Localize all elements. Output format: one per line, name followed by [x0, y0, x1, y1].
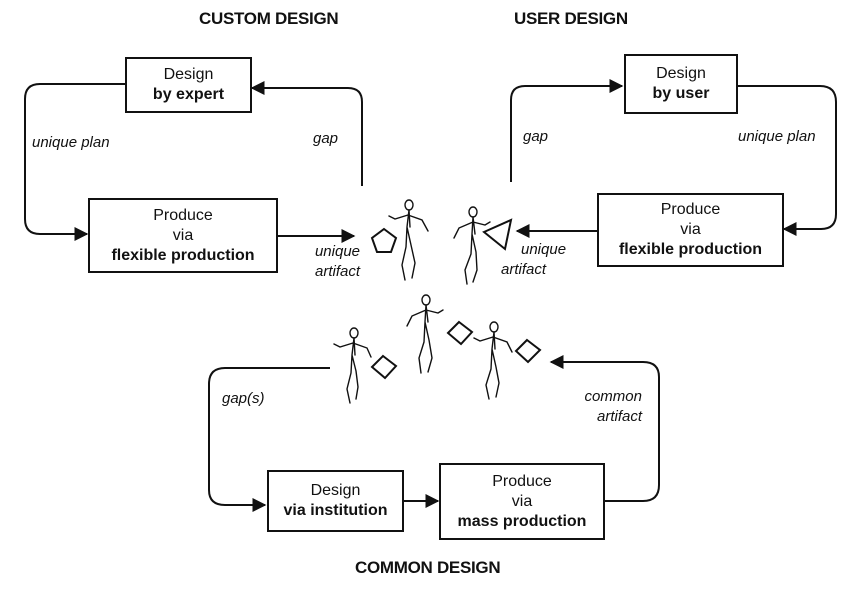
stick-figure-icon — [388, 199, 429, 281]
user-unique-artifact-label: unique artifact — [497, 240, 577, 280]
pentagon-artifact-icon — [370, 227, 398, 253]
box-line: via — [680, 221, 701, 238]
label-line: artifact — [501, 261, 547, 278]
box-line: Design — [310, 482, 361, 499]
design-via-institution-box: Design via institution — [267, 470, 404, 532]
stick-figure-icon — [473, 321, 513, 400]
box-line: Produce — [153, 206, 213, 224]
custom-gap-label: gap — [313, 130, 339, 147]
custom-plan-connector — [24, 83, 125, 241]
stick-figure-icon — [453, 206, 491, 285]
design-by-expert-box: Design by expert — [125, 57, 252, 113]
box-line-bold: by user — [652, 85, 710, 102]
mass-production-box: Produce via mass production — [439, 463, 605, 540]
common-artifact-label: common artifact — [548, 387, 642, 427]
box-line-bold: flexible production — [111, 246, 255, 264]
box-line: via — [172, 226, 194, 244]
triangle-artifact-icon — [482, 218, 513, 251]
label-line: artifact — [596, 408, 642, 425]
label-line: artifact — [314, 263, 360, 280]
label-line: common — [584, 388, 642, 405]
custom-unique-artifact-label: unique artifact — [288, 242, 360, 282]
user-produce-box: Produce via flexible production — [597, 193, 784, 267]
diamond-artifact-icon — [514, 338, 542, 364]
diamond-artifact-icon — [370, 354, 398, 380]
common-gaps-label: gap(s) — [222, 390, 265, 407]
box-line: Produce — [660, 201, 721, 218]
common-artifact-connector — [549, 355, 660, 502]
box-line-bold: mass production — [457, 512, 587, 530]
user-gap-label: gap — [523, 128, 549, 145]
box-line: Design — [163, 66, 214, 83]
stick-figure-icon — [333, 327, 372, 404]
design-by-user-box: Design by user — [624, 54, 738, 114]
diamond-artifact-icon — [446, 320, 474, 346]
user-gap-connector — [510, 79, 624, 182]
label-line: unique — [314, 243, 360, 260]
box-line-bold: by expert — [152, 86, 225, 103]
common-design-title: COMMON DESIGN — [355, 558, 501, 577]
box-line: Design — [656, 65, 706, 82]
custom-unique-plan-label: unique plan — [32, 134, 110, 151]
label-line: unique — [521, 241, 567, 258]
box-line: via — [511, 492, 533, 510]
custom-design-title: CUSTOM DESIGN — [199, 9, 339, 28]
box-line-bold: flexible production — [618, 241, 763, 258]
stick-figure-icon — [406, 294, 444, 374]
box-line-bold: via institution — [283, 502, 388, 519]
box-line: Produce — [492, 472, 552, 490]
custom-gap-connector — [250, 81, 363, 186]
user-unique-plan-label: unique plan — [738, 128, 816, 145]
custom-produce-box: Produce via flexible production — [88, 198, 278, 273]
common-gap-connector — [208, 367, 330, 512]
user-design-title: USER DESIGN — [514, 9, 628, 28]
user-plan-connector — [738, 85, 837, 236]
